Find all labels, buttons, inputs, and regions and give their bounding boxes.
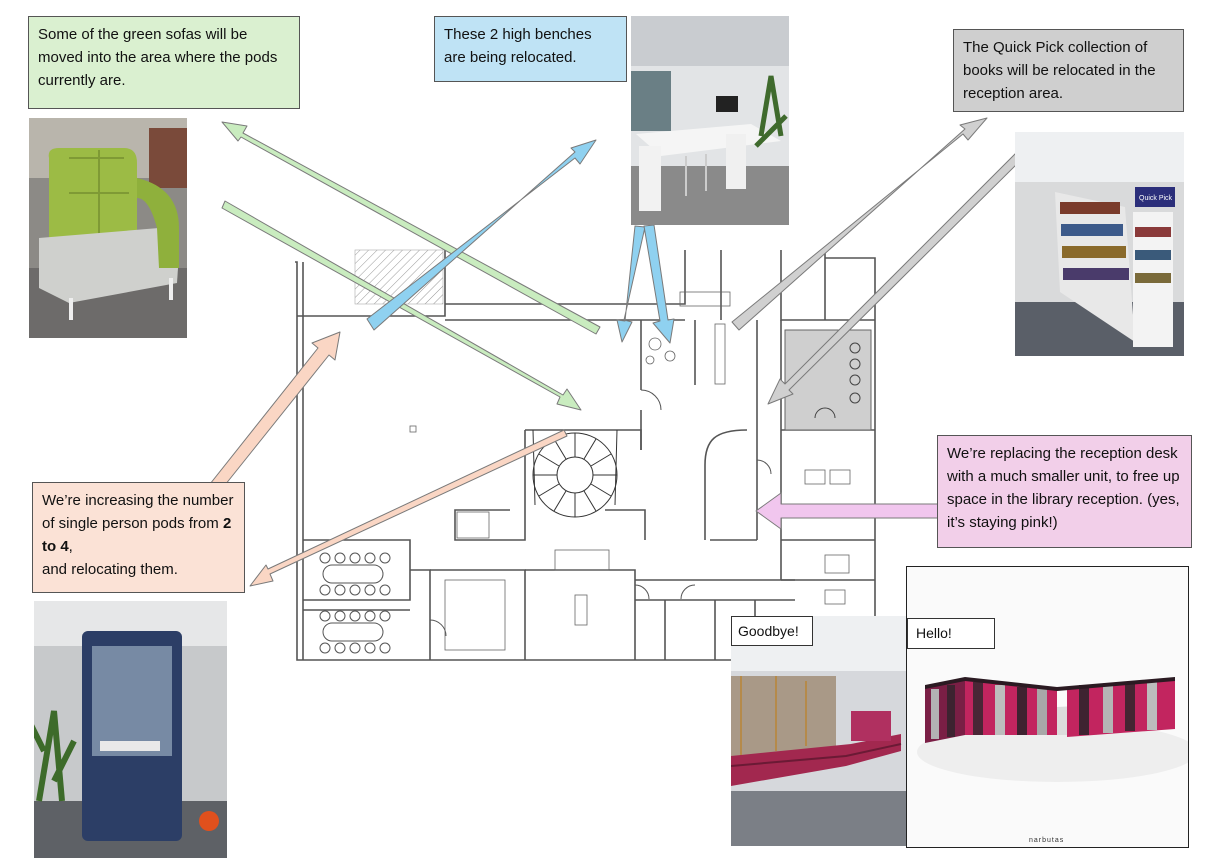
quick-pick-note: The Quick Pick collection of books will … [953, 29, 1184, 112]
pods-note: We’re increasing the number of single pe… [32, 482, 245, 593]
quick-pick-sign: Quick Pick [1139, 195, 1173, 202]
goodbye-label-text: Goodbye! [738, 623, 799, 639]
benches-note: These 2 high benches are being relocated… [434, 16, 627, 82]
sofas-note: Some of the green sofas will be moved in… [28, 16, 300, 109]
new-reception-desk-render: Hello! narbutas [906, 566, 1189, 848]
pods-count-bold: 2 to 4 [42, 515, 232, 555]
old-reception-desk-photo: Goodbye! [731, 616, 906, 846]
floor-plan [295, 249, 876, 661]
single-person-pod-photo [34, 601, 227, 858]
quick-pick-note-text: The Quick Pick collection of books will … [963, 39, 1156, 102]
reception-note-text: We’re replacing the reception desk with … [947, 445, 1180, 531]
high-bench-photo [631, 16, 789, 225]
brand-mark: narbutas [1029, 837, 1065, 844]
quick-pick-shelf-photo: Quick Pick [1015, 132, 1184, 356]
pods-note-text: We’re increasing the number of single pe… [42, 492, 234, 578]
goodbye-label: Goodbye! [731, 616, 813, 646]
sofas-note-text: Some of the green sofas will be moved in… [38, 26, 278, 89]
hello-label: Hello! [907, 618, 995, 649]
green-sofa-photo [29, 118, 187, 338]
benches-note-text: These 2 high benches are being relocated… [444, 26, 592, 66]
reception-note: We’re replacing the reception desk with … [937, 435, 1192, 548]
hello-label-text: Hello! [916, 625, 952, 641]
